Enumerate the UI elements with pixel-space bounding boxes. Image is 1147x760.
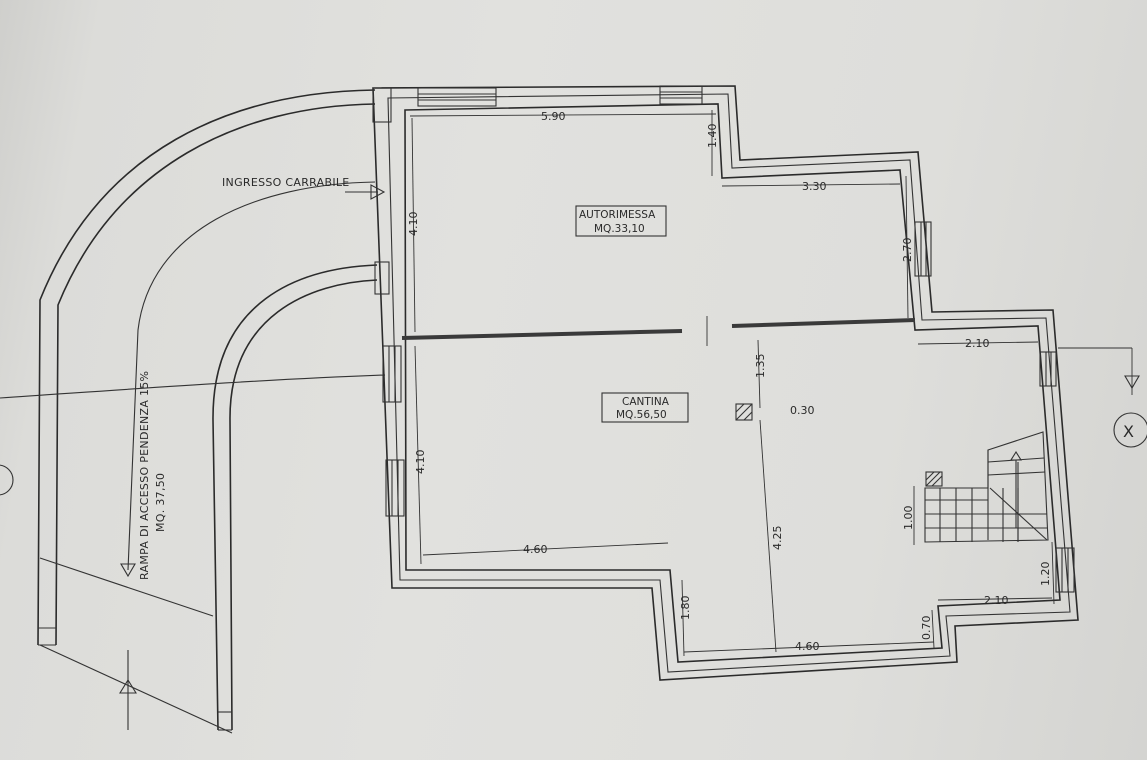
dimension-lines xyxy=(0,110,1147,657)
partition-wall xyxy=(401,316,916,346)
building-walls xyxy=(372,85,1079,681)
pillar xyxy=(735,403,753,421)
dim-1-35: 1.35 xyxy=(754,354,767,379)
dim-0-30: 0.30 xyxy=(790,404,815,417)
ramp-label: RAMPA DI ACCESSO PENDENZA 15% xyxy=(138,371,151,580)
dim-2-10-bottom: 2.10 xyxy=(984,594,1009,607)
section-marker-label: X xyxy=(1123,422,1134,441)
dim-1-80: 1.80 xyxy=(679,596,692,621)
dim-5-90: 5.90 xyxy=(541,110,566,123)
dim-4-10-top: 4.10 xyxy=(407,212,420,237)
dim-1-00: 1.00 xyxy=(902,506,915,531)
stairs xyxy=(924,431,1049,543)
ingresso-carrabile-label: INGRESSO CARRABILE xyxy=(222,176,350,189)
autorimessa-name: AUTORIMESSA xyxy=(579,209,656,221)
dim-2-70: 2.70 xyxy=(901,238,914,263)
dim-4-10-bottom: 4.10 xyxy=(414,450,427,475)
autorimessa-area: MQ.33,10 xyxy=(594,223,645,235)
dim-4-60-left: 4.60 xyxy=(523,543,548,556)
dim-1-20: 1.20 xyxy=(1039,562,1052,587)
dim-2-10-top: 2.10 xyxy=(965,337,990,350)
dim-0-70: 0.70 xyxy=(920,616,933,641)
cantina-label-box xyxy=(601,392,689,423)
access-ramp xyxy=(0,89,386,734)
cantina-name: CANTINA xyxy=(622,396,670,408)
section-marker-circle xyxy=(1113,412,1147,448)
autorimessa-label-box xyxy=(575,205,667,237)
cantina-area: MQ.56,50 xyxy=(616,409,667,421)
dim-1-40: 1.40 xyxy=(706,124,719,149)
ramp-area-label: MQ. 37,50 xyxy=(154,473,167,532)
dim-4-60-bottom: 4.60 xyxy=(795,640,820,653)
dim-3-30: 3.30 xyxy=(802,180,827,193)
dim-4-25: 4.25 xyxy=(771,526,784,551)
